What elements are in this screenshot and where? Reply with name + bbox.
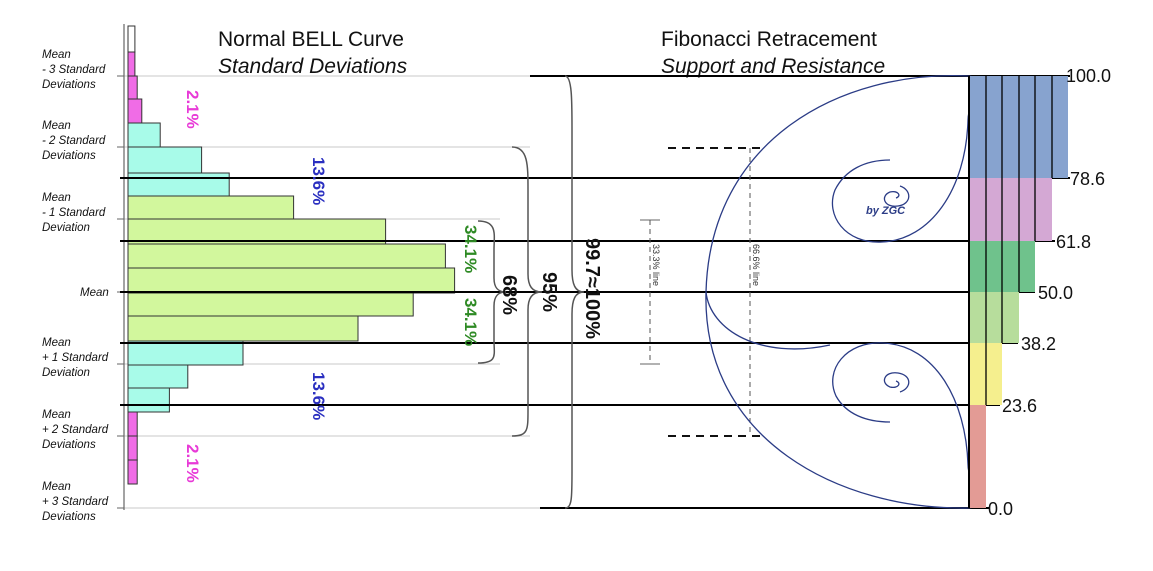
histogram-bar: [127, 315, 359, 342]
histogram-bar: [127, 25, 136, 53]
line-66-group: 66.6% line: [668, 147, 762, 437]
histogram-bar: [127, 75, 138, 100]
fib-level-label-0: 0.0: [988, 499, 1013, 519]
histogram-bar: [127, 459, 138, 485]
histogram-bar: [127, 172, 230, 197]
spiral-lower-arm: [832, 342, 983, 509]
logo-by-zgc: by ZGC: [866, 205, 906, 217]
histogram-bar: [127, 387, 170, 413]
fib-level-label-100: 100.0: [1066, 66, 1111, 86]
sd-label: Mean: [80, 287, 109, 299]
histogram-bar: [127, 364, 189, 389]
histogram-bar: [127, 146, 203, 174]
histogram-bar: [127, 98, 143, 124]
bracket-1sd: [477, 220, 507, 364]
bracket-label-95: 95%: [538, 272, 560, 312]
bracket-labels: 68% 95% 99.7≈100%: [498, 238, 603, 339]
histogram-bar: [127, 292, 414, 317]
spiral-curl-upper: [883, 185, 910, 207]
bracket-label-99-7: 99.7≈100%: [581, 238, 603, 339]
fib-level-label-23-6: 23.6: [1002, 396, 1037, 416]
histogram-bar: [127, 195, 295, 220]
line-66-label: 66.6% line: [751, 244, 761, 286]
pct-mid-lower: 13.6%: [309, 372, 328, 420]
bracket-label-68: 68%: [498, 275, 520, 315]
histogram-bar: [127, 243, 446, 269]
fib-level-label-50: 50.0: [1038, 283, 1073, 303]
histogram-bar: [127, 267, 456, 294]
histogram-bar: [127, 122, 161, 148]
spiral-inner-join: [705, 291, 831, 350]
histogram-bar: [127, 340, 244, 366]
bracket-2sd: [511, 146, 543, 437]
pct-tail-lower: 2.1%: [183, 444, 202, 483]
histogram-bar: [127, 51, 136, 77]
pct-tail-upper: 2.1%: [183, 90, 202, 129]
fib-level-label-78-6: 78.6: [1070, 169, 1105, 189]
pct-core-upper: 34.1%: [461, 225, 480, 273]
fib-level-bar: [969, 178, 1052, 241]
spiral-upper-arm: [831, 75, 983, 243]
spiral-curl-lower: [883, 372, 910, 393]
line-33-label: 33.3% line: [651, 244, 661, 286]
bracket-3sd: [564, 75, 585, 509]
bell-subtitle: Standard Deviations: [218, 55, 408, 78]
brackets: [477, 75, 585, 509]
pct-core-lower: 34.1%: [461, 298, 480, 346]
fib-level-labels: 100.0 78.6 61.8 50.0 38.2 23.6 0.0: [988, 66, 1111, 519]
pct-mid-upper: 13.6%: [309, 157, 328, 205]
bell-title: Normal BELL Curve: [218, 28, 404, 51]
fib-bars: [968, 76, 1068, 508]
histogram-bar: [127, 435, 138, 461]
fib-subtitle: Support and Resistance: [661, 55, 885, 78]
fib-level-label-61-8: 61.8: [1056, 232, 1091, 252]
fib-level-bar: [969, 405, 986, 508]
fib-level-lines: [120, 75, 1070, 509]
histogram: [127, 25, 456, 485]
histogram-bar: [127, 411, 138, 437]
fib-level-label-38-2: 38.2: [1021, 334, 1056, 354]
fib-title: Fibonacci Retracement: [661, 28, 877, 51]
percent-labels: 2.1% 13.6% 34.1% 34.1% 13.6% 2.1%: [183, 90, 480, 483]
fib-level-bar: [969, 292, 1019, 343]
line-33-group: 33.3% line: [640, 219, 661, 365]
